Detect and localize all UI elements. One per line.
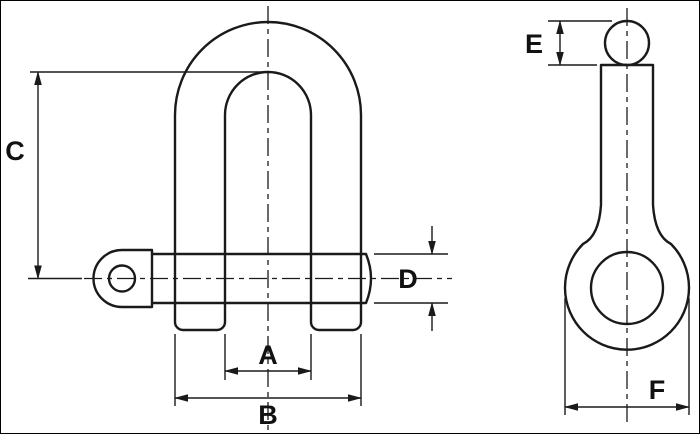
dim-label-c: C <box>5 136 25 166</box>
dim-label-d: D <box>398 264 418 294</box>
dimension-a: A <box>224 334 312 380</box>
dimension-e: E <box>525 20 612 66</box>
dim-label-f: F <box>649 375 666 405</box>
dimension-b: B <box>174 334 362 430</box>
centerlines <box>84 6 628 430</box>
dim-label-a: A <box>258 340 278 370</box>
pin-head-outline <box>92 248 154 309</box>
dim-label-e: E <box>525 29 543 59</box>
dim-label-b: B <box>258 400 278 430</box>
dimension-c: C <box>5 71 268 280</box>
front-view <box>92 20 373 332</box>
dimension-f: F <box>564 298 690 415</box>
dimension-d: D <box>374 226 448 331</box>
